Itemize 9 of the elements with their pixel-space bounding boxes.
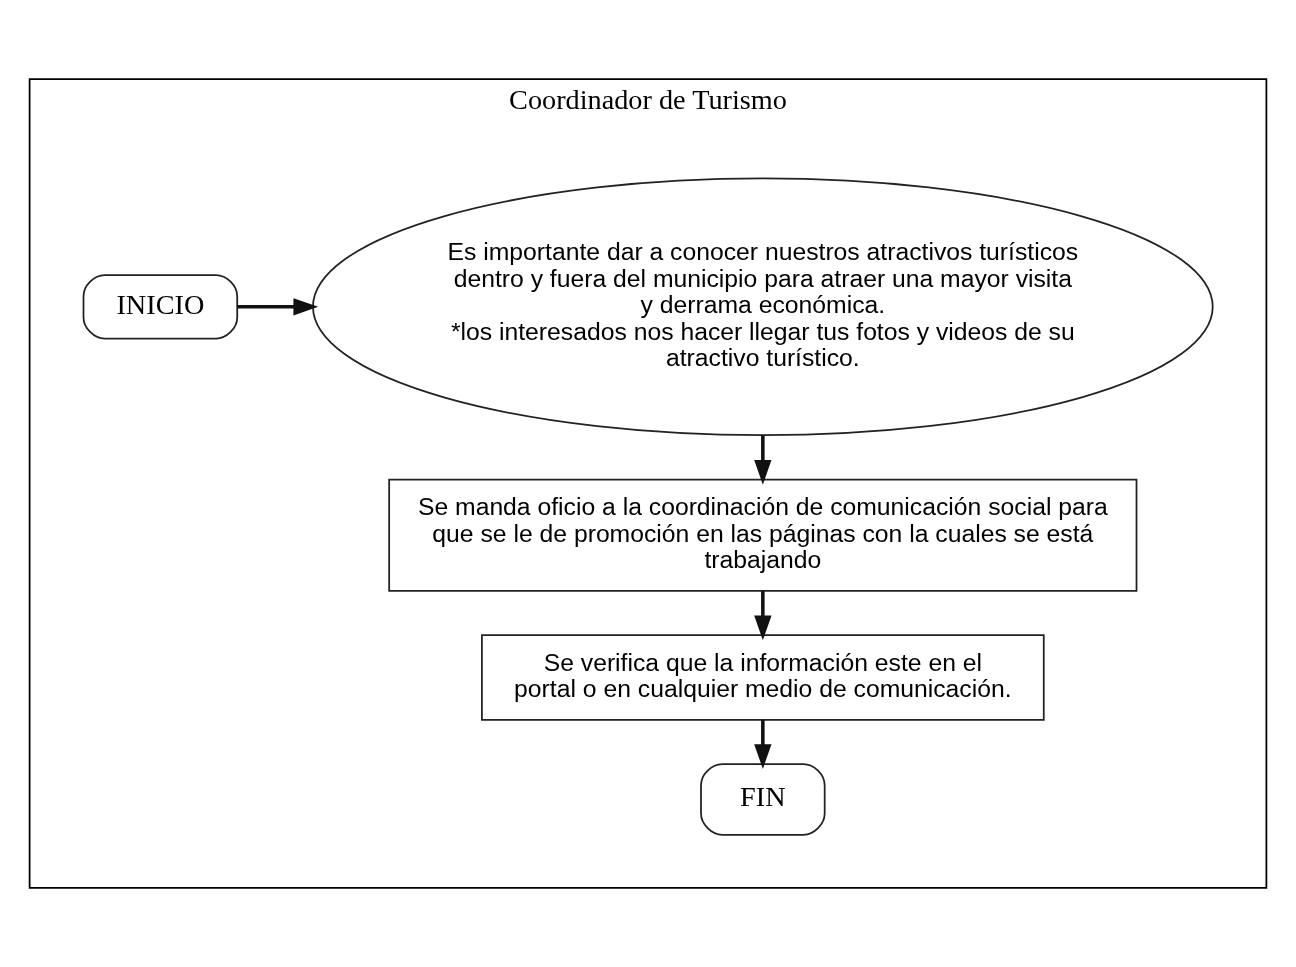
node-box: INICIO — [82, 274, 239, 340]
arrow — [754, 435, 772, 485]
node-ellipse: Es importante dar a conocer nuestros atractivos turísticos dentro y fuera del municipio para atraer una mayor visita y derrama económica. *los interesados nos hacer llegar tus fotos y videos de su atractivo turístico. — [312, 177, 1214, 437]
arrow — [237, 298, 319, 316]
node-box: FIN — [700, 763, 826, 836]
arrow — [754, 591, 772, 641]
node-box: Se verifica que la información este en el portal o en cualquier medio de comunicación. — [481, 634, 1045, 721]
node-box: Se manda oficio a la coordinación de comunicación social para que se le de promoción en las páginas con la cuales se está trabajando — [388, 478, 1138, 592]
arrow — [754, 720, 772, 769]
